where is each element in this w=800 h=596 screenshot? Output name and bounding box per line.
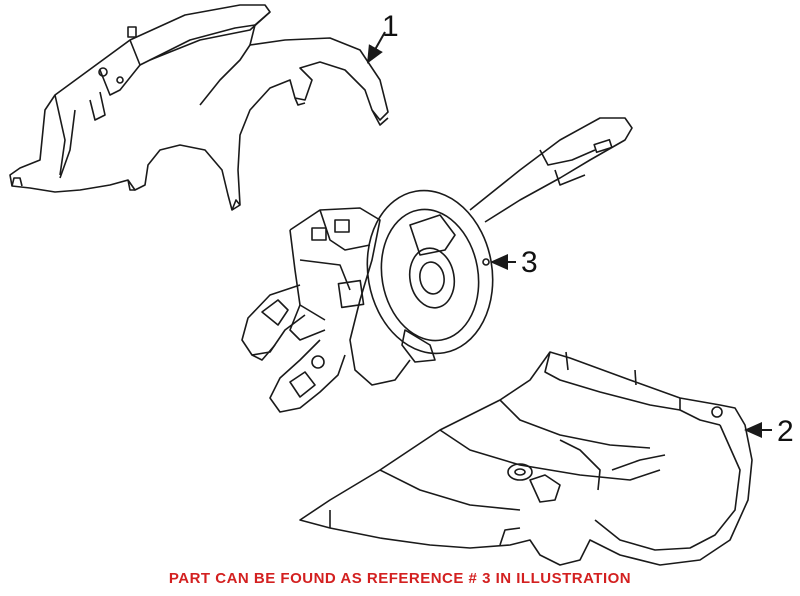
reference-note: PART CAN BE FOUND AS REFERENCE # 3 IN IL… xyxy=(168,570,632,587)
callout-2-label: 2 xyxy=(777,415,794,448)
callout-1-label: 1 xyxy=(382,10,399,43)
callout-1-leader xyxy=(367,31,386,64)
callout-3-label: 3 xyxy=(521,246,538,279)
callout-3: 3 xyxy=(490,246,538,279)
callout-2: 2 xyxy=(744,415,794,448)
combination-switch-assembly xyxy=(241,117,633,413)
lower-column-shroud xyxy=(299,351,753,566)
callout-1: 1 xyxy=(367,10,399,64)
upper-column-shroud xyxy=(9,4,389,211)
